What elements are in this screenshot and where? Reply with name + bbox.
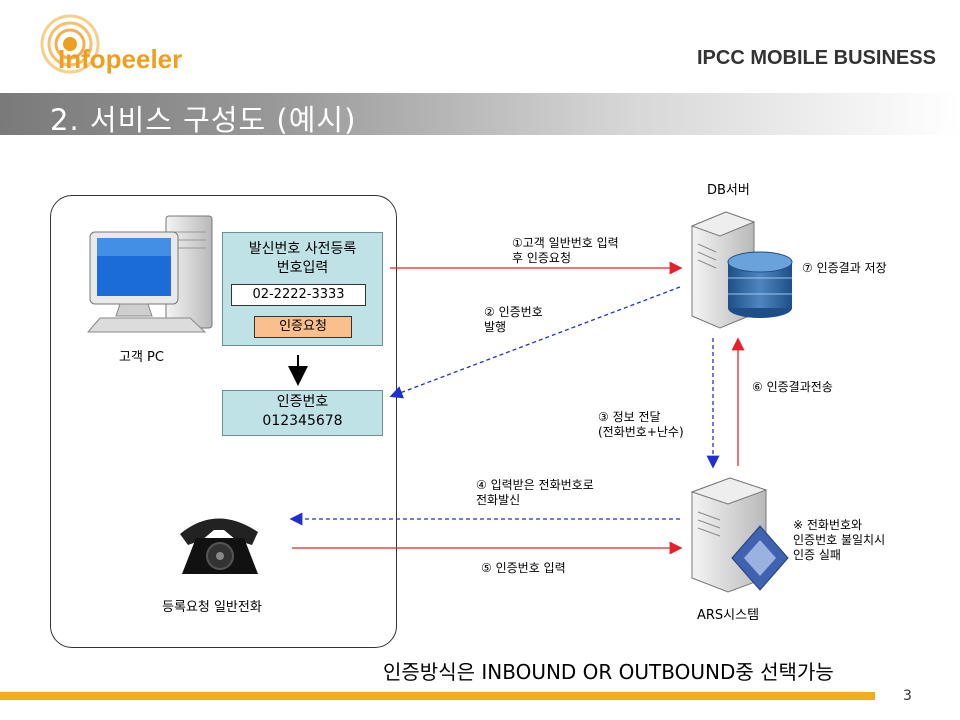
client-panel <box>50 195 397 648</box>
ars-system-label: ARS시스템 <box>697 608 760 623</box>
pc-icon <box>86 215 213 333</box>
form-title: 발신번호 사전등록 번호입력 <box>248 241 357 276</box>
logo-rings-icon <box>40 14 100 74</box>
auth-number-box <box>222 390 383 436</box>
phone-label: 등록요청 일반전화 <box>162 600 262 615</box>
ars-server-icon <box>690 477 789 593</box>
mismatch-note: ※ 전화번호와 인증번호 불일치시 인증 실패 <box>793 518 886 562</box>
brand-title: IPCC MOBILE BUSINESS <box>697 47 936 69</box>
logo-text: Infopeeler <box>58 44 183 74</box>
page-number: 3 <box>903 688 912 704</box>
step5-label: ⑤ 인증번호 입력 <box>481 561 566 575</box>
logo <box>30 8 180 78</box>
step2-label: ② 인증번호 발행 <box>484 305 543 334</box>
step3-label: ③ 정보 전달 (전화번호+난수) <box>598 410 684 439</box>
pc-label: 고객 PC <box>119 350 164 365</box>
step7-label: ⑦ 인증결과 저장 <box>802 261 887 275</box>
arrow-step2 <box>389 286 681 399</box>
auth-number-text: 인증번호 012345678 <box>262 394 343 429</box>
db-server-label: DB서버 <box>707 183 750 198</box>
phone-number-input[interactable]: 02-2222-3333 <box>231 284 366 306</box>
page-title: 2. 서비스 구성도 (예시) <box>50 103 357 137</box>
title-bar <box>0 93 960 135</box>
step6-label: ⑥ 인증결과전송 <box>752 380 833 394</box>
footer-bar <box>0 692 875 700</box>
step4-label: ④ 입력받은 전화번호로 전화발신 <box>476 478 594 507</box>
auth-request-button[interactable]: 인증요청 <box>254 316 352 338</box>
db-server-icon <box>690 211 793 329</box>
step1-label: ①고객 일반번호 입력 후 인증요청 <box>512 236 619 265</box>
telephone-icon <box>180 518 258 574</box>
auth-method-note: 인증방식은 INBOUND OR OUTBOUND중 선택가능 <box>383 660 834 684</box>
